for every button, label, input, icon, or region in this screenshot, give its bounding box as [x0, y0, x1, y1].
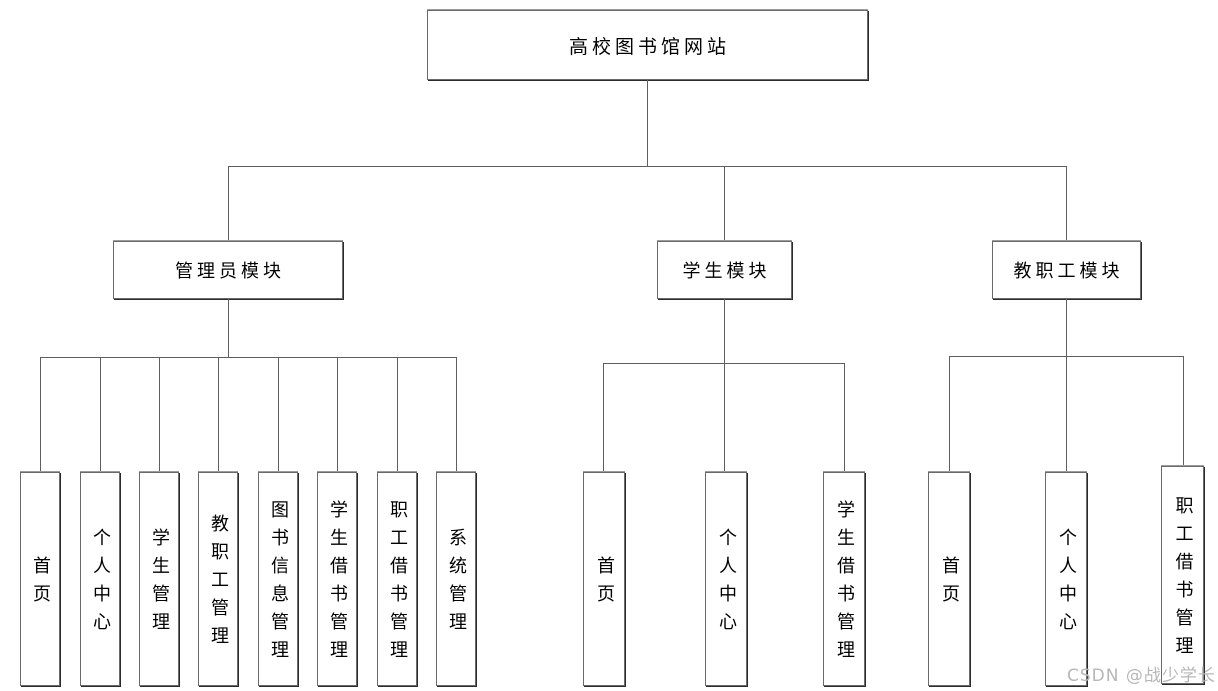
connector-admin-leaf-drop-2 [100, 357, 101, 472]
leaf-admin-staff-mgmt: 教职工管理 [198, 472, 238, 686]
connector-admin-leaf-drop-3 [159, 357, 160, 472]
csdn-watermark: CSDN @战少学长 [1067, 666, 1216, 686]
leaf-admin-personal-center: 个人中心 [80, 472, 120, 686]
connector-admin-leaf-drop-1 [40, 357, 41, 472]
leaf-admin-home: 首页 [20, 472, 60, 686]
leaf-admin-book-info-mgmt-label: 图书信息管理 [268, 500, 289, 668]
leaf-admin-student-borrow-mgmt-label: 学生借书管理 [327, 500, 348, 668]
leaf-student-home: 首页 [583, 472, 625, 686]
connector-staff-leaf-drop-1 [949, 356, 950, 472]
module-admin-label: 管理员模块 [175, 261, 285, 282]
leaf-admin-personal-center-label: 个人中心 [90, 528, 111, 640]
module-node-student: 学生模块 [657, 241, 792, 299]
leaf-admin-staff-borrow-mgmt-label: 职工借书管理 [387, 500, 408, 668]
connector-admin-leaf-drop-6 [337, 357, 338, 472]
connector-admin-leaf-drop-8 [456, 357, 457, 472]
leaf-admin-system-mgmt: 系统管理 [436, 472, 476, 686]
connector-student-leaf-drop-1 [603, 363, 604, 472]
connector-admin-stem [228, 299, 229, 357]
leaf-student-home-label: 首页 [594, 556, 615, 612]
leaf-staff-personal-center-label: 个人中心 [1056, 528, 1077, 640]
leaf-staff-borrow-mgmt-label: 职工借书管理 [1172, 496, 1194, 664]
connector-staff-leaf-drop-2 [1066, 356, 1067, 472]
connector-level1-rail [228, 166, 1067, 167]
module-node-staff: 教职工模块 [992, 241, 1141, 299]
root-node: 高校图书馆网站 [427, 10, 868, 80]
connector-admin-drop [228, 166, 229, 241]
leaf-admin-student-borrow-mgmt: 学生借书管理 [317, 472, 357, 686]
module-node-admin: 管理员模块 [113, 241, 343, 299]
leaf-student-personal-center-label: 个人中心 [716, 528, 737, 640]
connector-student-stem [724, 299, 725, 363]
module-staff-label: 教职工模块 [1013, 261, 1124, 282]
leaf-admin-staff-mgmt-label: 教职工管理 [208, 514, 229, 654]
connector-admin-leaf-drop-4 [218, 357, 219, 472]
leaf-admin-student-mgmt-label: 学生管理 [149, 528, 170, 640]
connector-staff-leaf-drop-3 [1183, 356, 1184, 466]
module-student-label: 学生模块 [682, 261, 771, 282]
connector-staff-stem [1066, 299, 1067, 356]
leaf-admin-system-mgmt-label: 系统管理 [446, 528, 467, 640]
connector-staff-drop [1066, 166, 1067, 241]
connector-admin-leaf-drop-7 [397, 357, 398, 472]
connector-student-drop [724, 166, 725, 241]
connector-student-leaf-drop-2 [724, 363, 725, 472]
leaf-admin-book-info-mgmt: 图书信息管理 [258, 472, 298, 686]
leaf-student-personal-center: 个人中心 [705, 472, 747, 686]
leaf-student-borrow-mgmt: 学生借书管理 [823, 472, 865, 686]
leaf-staff-home: 首页 [928, 472, 970, 686]
root-node-label: 高校图书馆网站 [568, 35, 730, 58]
leaf-admin-student-mgmt: 学生管理 [139, 472, 179, 686]
leaf-staff-home-label: 首页 [939, 556, 960, 612]
connector-admin-rail [40, 357, 457, 358]
leaf-student-borrow-mgmt-label: 学生借书管理 [834, 500, 855, 668]
leaf-staff-borrow-mgmt: 职工借书管理 [1161, 466, 1204, 684]
connector-student-leaf-drop-3 [844, 363, 845, 472]
leaf-admin-home-label: 首页 [30, 556, 51, 612]
leaf-admin-staff-borrow-mgmt: 职工借书管理 [377, 472, 417, 686]
connector-admin-leaf-drop-5 [278, 357, 279, 472]
leaf-staff-personal-center: 个人中心 [1045, 472, 1087, 686]
connector-root-drop [647, 80, 648, 166]
